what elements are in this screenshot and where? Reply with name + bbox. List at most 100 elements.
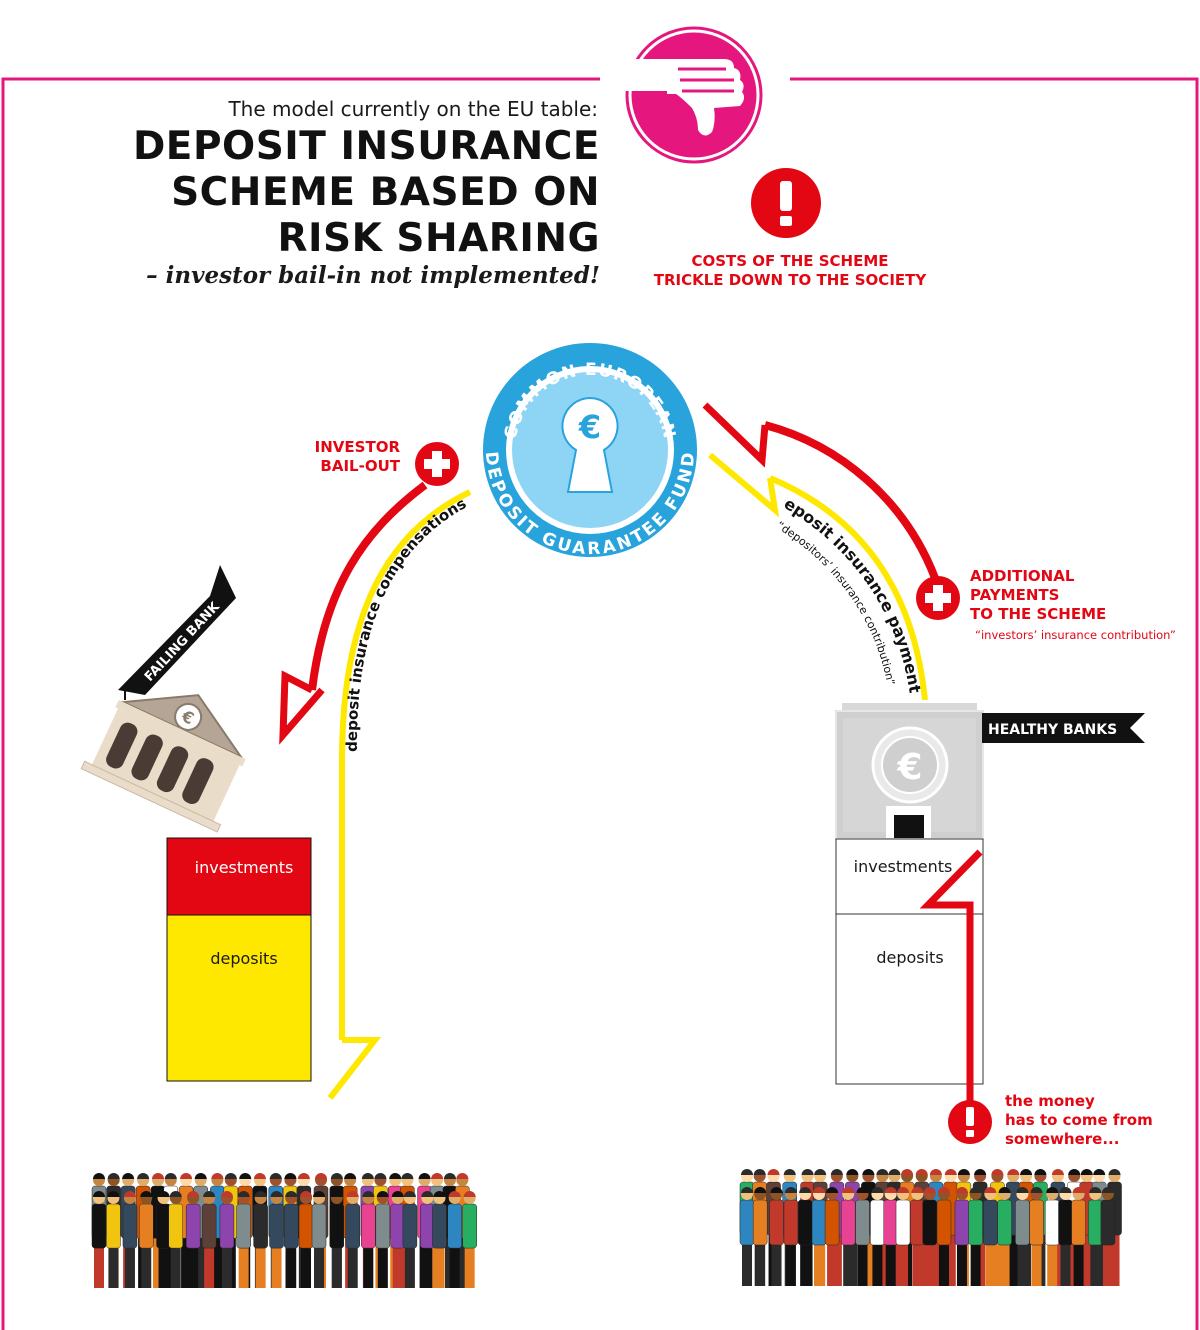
person-legs — [158, 1248, 169, 1288]
failing-deposits-label: deposits — [210, 949, 277, 968]
money-arrow-overlay — [919, 849, 983, 1085]
person-hair — [911, 1187, 924, 1193]
bailout-line-2: BAIL-OUT — [320, 457, 400, 475]
person-hair — [1020, 1169, 1033, 1175]
person-legs — [434, 1248, 445, 1288]
person-hair — [1089, 1187, 1102, 1193]
person-hair — [770, 1187, 783, 1193]
person-body — [1088, 1199, 1103, 1246]
person-legs — [1090, 1245, 1101, 1286]
person-hair — [122, 1173, 135, 1179]
person-hair — [361, 1173, 374, 1179]
person-body — [1029, 1199, 1044, 1246]
person-hair — [164, 1173, 177, 1179]
person-body — [1071, 1199, 1086, 1246]
person-hair — [297, 1173, 310, 1179]
person-legs — [195, 1238, 206, 1288]
failing-bank-balance-sheet: investments deposits — [166, 837, 312, 1082]
costs-warning-line-1: COSTS OF THE SCHEME — [691, 252, 889, 270]
person-body — [420, 1203, 435, 1249]
person-legs — [255, 1248, 266, 1288]
money-line-3: somewhere... — [1005, 1130, 1120, 1148]
person-hair — [187, 1191, 200, 1197]
person-legs — [945, 1235, 956, 1286]
person-legs — [1060, 1245, 1071, 1286]
person-legs — [271, 1248, 282, 1288]
healthy-bank-building: € — [835, 703, 984, 840]
person-hair — [801, 1169, 814, 1175]
investors-contribution-label: “investors’ insurance contribution” — [975, 628, 1176, 642]
person-body — [253, 1203, 268, 1249]
euro-icon: € — [896, 747, 922, 788]
person-legs — [843, 1245, 854, 1286]
title-line-3: RISK SHARING — [277, 216, 600, 261]
person-hair — [300, 1191, 313, 1197]
person-legs — [181, 1238, 192, 1288]
person-hair — [884, 1187, 897, 1193]
person-hair — [1016, 1187, 1029, 1193]
additional-payments-label: ADDITIONAL PAYMENTS TO THE SCHEME — [970, 567, 1170, 624]
person-legs — [404, 1248, 415, 1288]
additional-line-1: ADDITIONAL — [970, 567, 1075, 585]
failing-investments-label: investments — [195, 858, 294, 877]
person-body — [1044, 1199, 1060, 1246]
person-legs — [956, 1245, 967, 1286]
person-hair — [1007, 1169, 1020, 1175]
person-legs — [930, 1235, 941, 1286]
person-legs — [141, 1248, 152, 1288]
person-hair — [783, 1169, 796, 1175]
person-hair — [767, 1169, 780, 1175]
person-legs — [170, 1248, 181, 1288]
person-hair — [269, 1173, 282, 1179]
person-legs — [124, 1248, 135, 1288]
person-hair — [389, 1173, 402, 1179]
person-legs — [785, 1245, 796, 1286]
person-hair — [313, 1191, 326, 1197]
person-legs — [857, 1245, 868, 1286]
person-hair — [107, 1191, 120, 1197]
person-hair — [826, 1187, 839, 1193]
exclamation-icon — [751, 168, 821, 238]
person-hair — [403, 1191, 416, 1197]
person-hair — [937, 1187, 950, 1193]
person-body — [739, 1199, 755, 1246]
person-legs — [992, 1235, 1003, 1286]
person-body — [390, 1203, 405, 1249]
person-body — [883, 1199, 898, 1246]
person-hair — [754, 1187, 767, 1193]
person-body — [345, 1203, 360, 1249]
person-legs — [814, 1245, 825, 1286]
person-hair — [1034, 1169, 1047, 1175]
person-hair — [253, 1173, 266, 1179]
person-legs — [392, 1248, 403, 1288]
person-body — [91, 1203, 107, 1249]
person-legs — [898, 1245, 909, 1286]
person-hair — [194, 1173, 207, 1179]
person-legs — [985, 1245, 996, 1286]
person-hair — [93, 1173, 105, 1179]
person-hair — [107, 1173, 120, 1179]
additional-arrow — [702, 402, 939, 580]
person-body — [432, 1203, 447, 1249]
person-hair — [984, 1187, 997, 1193]
crowd-right — [739, 1169, 1122, 1286]
person-hair — [944, 1169, 957, 1175]
person-hair — [753, 1169, 766, 1175]
person-hair — [897, 1187, 910, 1193]
person-hair — [169, 1191, 182, 1197]
person-body — [811, 1199, 827, 1246]
person-hair — [1093, 1169, 1106, 1175]
person-hair — [344, 1173, 357, 1179]
person-legs — [1081, 1235, 1092, 1286]
costs-warning: COSTS OF THE SCHEME TRICKLE DOWN TO THE … — [640, 252, 940, 290]
person-hair — [152, 1173, 165, 1179]
failing-bank-flag-text: FAILING BANK — [142, 599, 223, 685]
thumbs-down-badge — [622, 23, 766, 167]
exclamation-icon — [948, 1100, 992, 1144]
person-body — [1015, 1199, 1030, 1246]
person-body — [201, 1203, 217, 1249]
person-hair — [915, 1169, 928, 1175]
payments-label: deposit insurance payments — [0, 0, 925, 695]
person-legs — [204, 1248, 215, 1288]
person-hair — [443, 1173, 456, 1179]
